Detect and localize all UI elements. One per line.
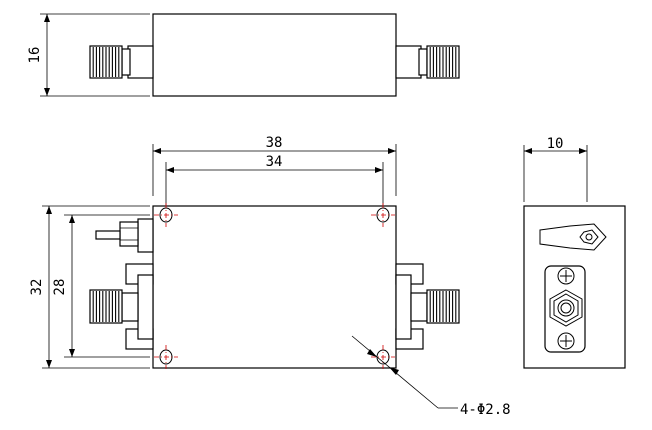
dim-height-top: 16: [27, 47, 43, 64]
pin-terminal: [95, 218, 154, 253]
connector-flange: [544, 265, 586, 353]
dim-height-holes: 28: [52, 279, 68, 296]
side-view: 10: [523, 136, 626, 369]
front-left-connector: [89, 263, 154, 350]
front-view: 38 34 32 28: [29, 135, 511, 418]
mounting-hole-tr: [371, 203, 395, 227]
mounting-hole-tl: [154, 203, 178, 227]
dim-depth-side: 10: [547, 136, 564, 152]
dim-width-holes: 34: [266, 154, 283, 170]
front-right-connector: [395, 263, 460, 350]
mounting-hole-bl: [154, 345, 178, 369]
top-right-connector: [418, 45, 460, 79]
solder-lug: [539, 223, 607, 251]
top-left-connector: [89, 45, 131, 79]
dim-height-overall: 32: [29, 279, 45, 296]
hole-callout-label: 4-Φ2.8: [460, 402, 511, 418]
dim-width-overall: 38: [266, 135, 283, 151]
hole-callout-leader: [351, 335, 458, 409]
top-view: 16: [27, 13, 460, 97]
mounting-hole-br: [371, 345, 395, 369]
